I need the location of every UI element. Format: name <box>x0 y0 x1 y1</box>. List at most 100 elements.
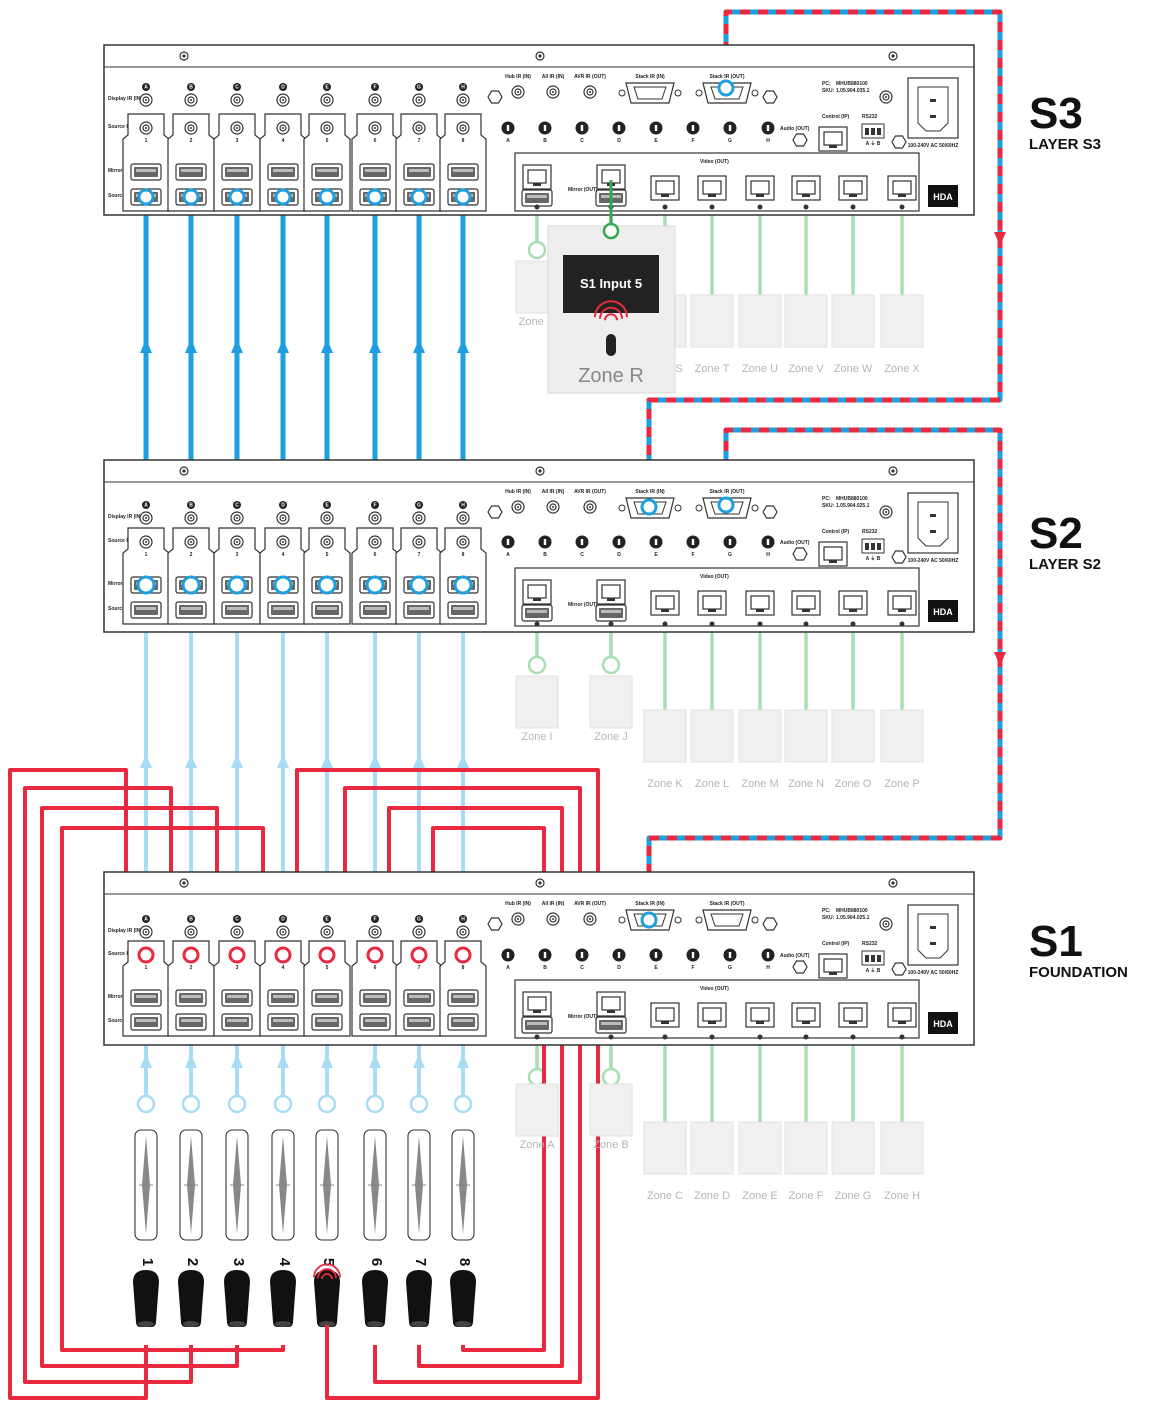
source-ir-jack-icon <box>184 535 198 549</box>
zone-rj45-icon <box>697 590 727 616</box>
rs232-pin <box>871 128 875 135</box>
input-letter: D <box>281 85 285 91</box>
input-number: 6 <box>374 965 377 971</box>
zone-node <box>601 1067 621 1087</box>
mirror-hdmi-icon <box>267 989 299 1007</box>
input-card <box>439 940 487 1037</box>
zone-rj45-icon <box>697 1002 727 1028</box>
source-ir-jack-icon <box>276 121 290 135</box>
arrow-up <box>369 339 381 353</box>
ir-port-icon <box>583 500 597 514</box>
source-slider-icon <box>134 1129 158 1241</box>
input-letter-badge <box>187 83 195 91</box>
source-node <box>273 1094 293 1114</box>
source-slider-icon <box>225 1129 249 1241</box>
audio-letter: C <box>580 552 584 558</box>
screw-icon <box>535 51 545 61</box>
layer-name: S1 <box>1029 917 1083 966</box>
input-number: 3 <box>236 965 239 971</box>
source-ir-jack-icon <box>456 535 470 549</box>
display-ir-jack-icon <box>368 93 382 107</box>
layer-title-s1: S1 FOUNDATION <box>1029 917 1159 982</box>
zone-label: Zone K <box>647 778 683 790</box>
tv-screen-text: S1 Input 5 <box>580 276 642 291</box>
display-ir-jack-icon <box>456 93 470 107</box>
power-pin <box>930 99 936 102</box>
input-letter-badge <box>142 501 150 509</box>
power-pin <box>930 514 936 517</box>
control-ip-icon <box>818 126 848 152</box>
sku-value: 1.05.904.025.1 <box>836 503 870 509</box>
input-letter-badge <box>279 915 287 923</box>
rs232-label: RS232 <box>862 114 878 120</box>
input-letter-badge <box>415 501 423 509</box>
source-node <box>181 1094 201 1114</box>
display-ir-jack-icon <box>412 925 426 939</box>
port-pin <box>850 1034 856 1040</box>
source-hdmi-icon <box>447 1013 479 1031</box>
connector-blue <box>137 188 155 206</box>
input-letter: A <box>144 85 148 91</box>
audio-out-jack-icon <box>686 948 700 962</box>
source-ir-jack-icon <box>368 535 382 549</box>
input-letter: H <box>461 85 465 91</box>
input-number: 6 <box>374 552 377 558</box>
zone-display <box>831 1121 875 1175</box>
control-ip-icon <box>818 953 848 979</box>
power-socket-icon <box>917 913 949 959</box>
source-slider-icon <box>407 1129 431 1241</box>
rs232-pins: A ⏚ B <box>866 140 881 147</box>
display-ir-jack-icon <box>320 511 334 525</box>
zone-label: Zone V <box>788 363 824 375</box>
input-number: 8 <box>462 965 465 971</box>
source-hdmi-icon <box>447 601 479 619</box>
zone-rj45-icon <box>791 590 821 616</box>
mirror-hdmi-icon <box>447 989 479 1007</box>
zone-label: Zone P <box>884 778 919 790</box>
power-pin <box>930 530 936 533</box>
port-pin <box>608 1034 614 1040</box>
display-ir-jack-icon <box>139 93 153 107</box>
audio-out-jack-icon <box>723 535 737 549</box>
layer-subtitle: LAYER S2 <box>1029 556 1101 573</box>
popup-zone-label: Zone R <box>578 365 644 387</box>
input-letter-badge <box>279 501 287 509</box>
zone-rj45-icon <box>887 590 917 616</box>
input-letter: B <box>189 503 193 509</box>
input-number: 1 <box>145 965 148 971</box>
row-label-display-ir: Display IR (IN) <box>108 928 142 934</box>
video-out-label: Video (OUT) <box>700 159 729 165</box>
input-number: 3 <box>236 138 239 144</box>
input-letter-badge <box>371 83 379 91</box>
zone-hdmi-icon <box>595 1016 627 1034</box>
port-label: AVR IR (OUT) <box>574 901 606 907</box>
layer-title-s3: S3 LAYER S3 <box>1029 92 1159 154</box>
source-number: 6 <box>368 1258 385 1266</box>
audio-out-jack-icon <box>575 121 589 135</box>
source-ir-jack-icon <box>184 121 198 135</box>
ir-port-icon <box>546 912 560 926</box>
port-label-stack-out: Stack IR (OUT) <box>709 74 744 80</box>
rs232-pins: A ⏚ B <box>866 967 881 974</box>
arrow-up <box>413 339 425 353</box>
pc-value: MHUB880100 <box>836 496 868 502</box>
input-letter-badge <box>233 83 241 91</box>
input-number: 1 <box>145 552 148 558</box>
source-ir-jack-icon <box>276 535 290 549</box>
display-ir-jack-icon <box>276 93 290 107</box>
source-ir-jack-icon <box>139 535 153 549</box>
zone-label: Zone E <box>742 1190 777 1202</box>
arrow-up <box>231 754 243 768</box>
hex-nut-icon <box>762 90 778 104</box>
connector-blue <box>182 188 200 206</box>
input-letter: F <box>373 503 376 509</box>
connector-blue <box>365 575 385 595</box>
screw-icon <box>179 466 189 476</box>
audio-letter: B <box>543 552 547 558</box>
port-pin <box>757 621 763 627</box>
input-card <box>303 113 351 212</box>
audio-letter: G <box>728 138 732 144</box>
mirror-hdmi-icon <box>130 163 162 181</box>
input-letter: D <box>281 503 285 509</box>
